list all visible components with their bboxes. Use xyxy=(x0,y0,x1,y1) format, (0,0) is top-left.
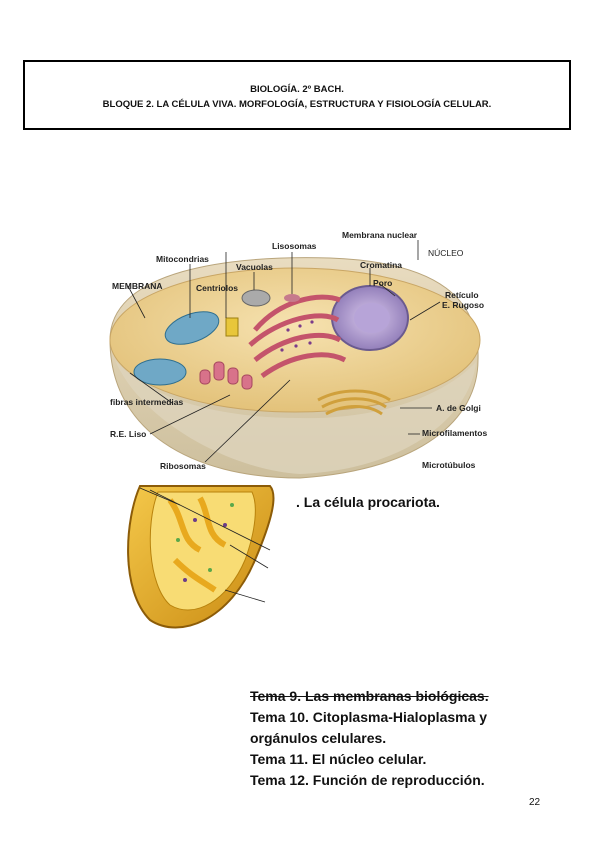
topic-11: Tema 11. El núcleo celular. xyxy=(250,751,427,767)
topic-12: Tema 12. Función de reproducción. xyxy=(250,772,485,788)
lysosome xyxy=(284,294,300,302)
label-mitochondria: Mitocondrias xyxy=(156,254,209,264)
topic-10: Tema 10. Citoplasma-Hialoplasma y xyxy=(250,709,488,725)
golgi-apparatus xyxy=(317,389,391,416)
label-golgi: A. de Golgi xyxy=(436,403,481,413)
mitochondrion-b xyxy=(133,358,187,386)
label-lysosomes: Lisosomas xyxy=(272,241,317,251)
label-nucleus: NÚCLEO xyxy=(428,248,464,258)
ribosomes xyxy=(280,320,314,352)
label-microtubules: Microtúbulos xyxy=(422,460,476,470)
label-vacuoles: Vacuolas xyxy=(236,262,273,272)
label-intermediate-fibers: fibras intermedias xyxy=(110,397,184,407)
topic-9: Tema 9. Las membranas biológicas. xyxy=(250,688,489,704)
label-reticulum: Retículo xyxy=(445,290,479,300)
topic-list: Tema 9. Las membranas biológicas. Tema 1… xyxy=(250,686,489,791)
label-microfilaments: Microfilamentos xyxy=(422,428,488,438)
label-membrane: MEMBRANA xyxy=(112,281,163,291)
vacuole xyxy=(241,289,271,307)
header-box: BIOLOGÍA. 2º BACH. BLOQUE 2. LA CÉLULA V… xyxy=(23,60,571,130)
label-ribosomes: Ribosomas xyxy=(160,461,206,471)
header-subject: BIOLOGÍA. 2º BACH. xyxy=(250,84,344,95)
centrioles xyxy=(225,317,239,337)
mitochondrion-a xyxy=(164,311,220,345)
mitochondrion-cross-section xyxy=(127,485,275,629)
smooth-er xyxy=(199,361,253,390)
eukaryotic-cell xyxy=(109,240,481,479)
topic-10-cont: orgánulos celulares. xyxy=(250,730,387,746)
label-rough-er: E. Rugoso xyxy=(442,300,485,310)
label-chromatin: Cromatina xyxy=(360,260,403,270)
label-pore: Poro xyxy=(373,278,393,288)
label-centrioles: Centriolos xyxy=(196,283,239,293)
prokaryote-heading: . La célula procariota. xyxy=(296,494,440,510)
page-number: 22 xyxy=(529,797,541,808)
label-smooth-er: R.E. Liso xyxy=(110,429,147,439)
rough-er xyxy=(248,294,347,379)
header-block-title: BLOQUE 2. LA CÉLULA VIVA. MORFOLOGÍA, ES… xyxy=(102,99,492,110)
label-nuclear-membrane: Membrana nuclear xyxy=(342,230,418,240)
